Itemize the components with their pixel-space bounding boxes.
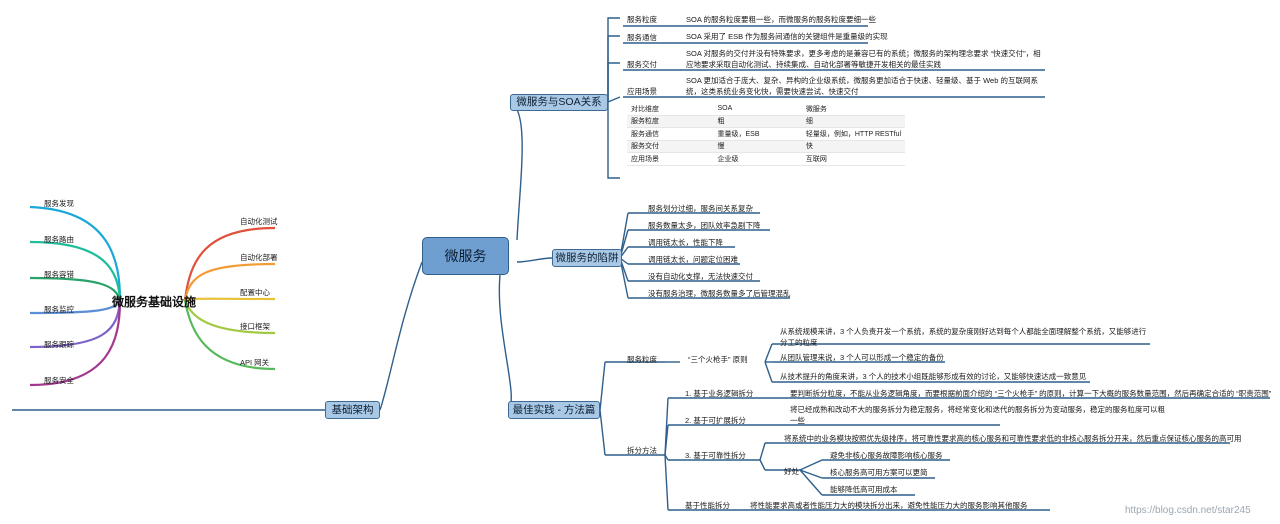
pitfalls-node[interactable]: 微服务的陷阱 bbox=[552, 249, 622, 267]
pitfall-item: 服务划分过细，服务间关系复杂 bbox=[648, 204, 753, 213]
table-row: 服务粒度 粗 细 bbox=[627, 115, 905, 128]
soa-key-scenario: 应用场景 bbox=[627, 87, 657, 96]
split-perf-label: 基于性能拆分 bbox=[685, 501, 730, 510]
table-cell: 服务粒度 bbox=[627, 115, 714, 128]
infra-left-item: 服务发现 bbox=[44, 199, 74, 208]
best-practice-node[interactable]: 最佳实践 - 方法篇 bbox=[508, 401, 600, 419]
table-cell: 快 bbox=[801, 140, 905, 153]
pitfall-item: 调用链太长，问题定位困难 bbox=[648, 255, 738, 264]
infra-left-item: 服务跟踪 bbox=[44, 340, 74, 349]
soa-key-granularity: 服务粒度 bbox=[627, 15, 657, 24]
infra-left-item: 服务安全 bbox=[44, 376, 74, 385]
split-business-text: 要判断拆分粒度，不能从业务逻辑角度，而要根据前面介绍的 “三个火枪手” 的原则，… bbox=[790, 389, 1272, 398]
infra-left-item: 服务监控 bbox=[44, 305, 74, 314]
table-cell: 轻量级，例如，HTTP RESTful bbox=[801, 127, 905, 141]
comparison-table-panel: 对比维度 SOA 微服务 服务粒度 粗 细 服务通信 重量级，ESB 轻量级，例… bbox=[627, 103, 907, 173]
table-cell: 慢 bbox=[713, 140, 802, 153]
split-reliable-label: 3. 基于可靠性拆分 bbox=[685, 451, 746, 460]
three-musketeers-principle: “三个火枪手” 原则 bbox=[688, 355, 748, 364]
benefit-item: 避免非核心服务故障影响核心服务 bbox=[830, 451, 943, 460]
principle-point: 从系统规模来讲，3 个人负责开发一个系统，系统的复杂度刚好达到每个人都能全面理解… bbox=[780, 327, 1147, 347]
infra-right-item: API 网关 bbox=[240, 358, 270, 367]
soa-key-delivery: 服务交付 bbox=[627, 60, 657, 69]
soa-text-delivery: SOA 对服务的交付并没有特殊要求，更多考虑的是兼容已有的系统；微服务的架构理念… bbox=[686, 49, 1041, 69]
table-row: 应用场景 企业级 互联网 bbox=[627, 152, 905, 166]
pitfall-item: 没有自动化支撑，无法快速交付 bbox=[648, 272, 753, 281]
table-cell: 互联网 bbox=[801, 152, 905, 166]
infra-left-item: 服务容错 bbox=[44, 270, 74, 279]
split-business-label: 1. 基于业务逻辑拆分 bbox=[685, 389, 754, 398]
split-reliable-text: 将系统中的业务模块按照优先级排序，将可靠性要求高的核心服务和可靠性要求低的非核心… bbox=[784, 434, 1242, 443]
table-row: 服务交付 慢 快 bbox=[627, 140, 905, 153]
pitfall-item: 服务数量太多，团队效率急剧下降 bbox=[648, 221, 761, 230]
comparison-table: 对比维度 SOA 微服务 服务粒度 粗 细 服务通信 重量级，ESB 轻量级，例… bbox=[627, 103, 905, 166]
principle-point: 从团队管理来说，3 个人可以形成一个稳定的备份 bbox=[780, 353, 944, 362]
split-method-label: 拆分方法 bbox=[627, 446, 657, 455]
table-row: 服务通信 重量级，ESB 轻量级，例如，HTTP RESTful bbox=[627, 127, 905, 141]
table-cell: 对比维度 bbox=[627, 103, 714, 116]
table-cell: 微服务 bbox=[801, 103, 905, 116]
soa-text-communication: SOA 采用了 ESB 作为服务间通信的关键组件是重量级的实现 bbox=[686, 32, 888, 41]
pitfall-item: 调用链太长，性能下降 bbox=[648, 238, 723, 247]
infrastructure-node[interactable]: 基础架构 bbox=[325, 401, 380, 419]
table-cell: 服务通信 bbox=[627, 127, 714, 141]
infra-right-item: 自动化部署 bbox=[240, 253, 278, 262]
benefit-item: 能够降低高可用成本 bbox=[830, 485, 898, 494]
infra-right-item: 自动化测试 bbox=[240, 217, 278, 226]
infra-left-item: 服务路由 bbox=[44, 235, 74, 244]
split-extend-label: 2. 基于可扩展拆分 bbox=[685, 416, 746, 425]
table-cell: 应用场景 bbox=[627, 152, 714, 166]
soa-key-communication: 服务通信 bbox=[627, 33, 657, 42]
table-cell: 服务交付 bbox=[627, 140, 714, 153]
pitfall-item: 没有服务治理，微服务数量多了后管理混乱 bbox=[648, 289, 791, 298]
infrastructure-title: 微服务基础设施 bbox=[111, 295, 196, 309]
table-cell: 粗 bbox=[713, 115, 802, 128]
split-extend-text: 将已经成熟和改动不大的服务拆分为稳定服务，将经常变化和迭代的服务拆分为变动服务，… bbox=[790, 405, 1165, 425]
infra-right-item: 配置中心 bbox=[240, 288, 270, 297]
infra-right-item: 接口框架 bbox=[240, 322, 270, 331]
benefit-label: 好处 bbox=[784, 467, 799, 476]
soa-relation-node[interactable]: 微服务与SOA关系 bbox=[510, 94, 608, 111]
watermark: https://blog.csdn.net/star245 bbox=[1125, 505, 1251, 516]
table-cell: 细 bbox=[801, 115, 905, 128]
table-cell: 重量级，ESB bbox=[713, 127, 802, 141]
table-row: 对比维度 SOA 微服务 bbox=[627, 103, 905, 116]
root-node[interactable]: 微服务 bbox=[422, 237, 509, 275]
split-perf-text: 将性能要求高或者性能压力大的模块拆分出来，避免性能压力大的服务影响其他服务 bbox=[750, 501, 1028, 510]
benefit-item: 核心服务高可用方案可以更简 bbox=[830, 468, 928, 477]
principle-point: 从技术提升的角度来讲，3 个人的技术小组既能够形成有效的讨论，又能够快速达成一致… bbox=[780, 372, 1087, 381]
granularity-label: 服务粒度 bbox=[627, 355, 657, 364]
table-cell: SOA bbox=[713, 103, 802, 116]
soa-text-granularity: SOA 的服务粒度要粗一些，而微服务的服务粒度要细一些 bbox=[686, 15, 877, 24]
soa-text-scenario: SOA 更加适合于庞大、复杂、异构的企业级系统，微服务更加适合于快速、轻量级、基… bbox=[686, 76, 1038, 96]
table-cell: 企业级 bbox=[713, 152, 802, 166]
